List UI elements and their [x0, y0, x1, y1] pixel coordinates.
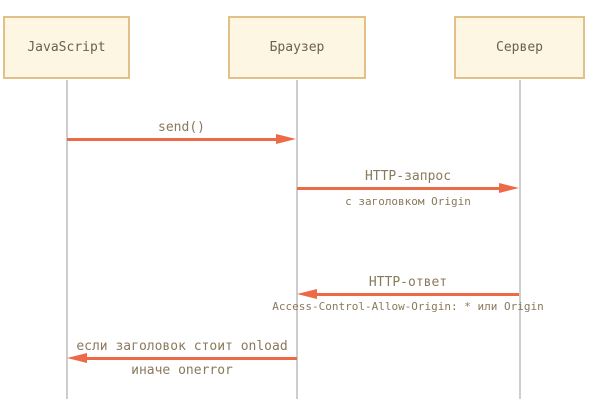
arrowhead-left-icon	[297, 289, 317, 299]
lifeline-server	[519, 80, 521, 399]
message-http-response-label: HTTP-ответ	[368, 275, 448, 290]
message-callback-arrow	[87, 356, 297, 360]
lifeline-browser	[296, 80, 298, 399]
message-send-arrow	[67, 137, 276, 141]
message-http-response-arrow	[317, 292, 519, 296]
actor-box-browser: Браузер	[228, 16, 366, 79]
arrowhead-left-icon	[67, 353, 87, 363]
arrowhead-right-icon	[499, 183, 519, 193]
actor-label-server: Сервер	[496, 40, 543, 55]
message-callback-sublabel: иначе onerror	[131, 363, 233, 378]
message-send-label: send()	[158, 120, 205, 135]
message-http-request-sublabel: с заголовком Origin	[345, 195, 471, 208]
arrowhead-right-icon	[276, 134, 296, 144]
actor-label-javascript: JavaScript	[27, 40, 106, 55]
lifeline-javascript	[66, 80, 68, 399]
message-callback-label: если заголовок стоит onload	[76, 339, 288, 354]
message-http-response-sublabel: Access-Control-Allow-Origin: * или Origi…	[272, 300, 544, 313]
actor-box-server: Сервер	[454, 16, 585, 79]
actor-box-javascript: JavaScript	[3, 16, 130, 79]
actor-label-browser: Браузер	[269, 40, 325, 55]
message-http-request-label: HTTP-запрос	[364, 169, 452, 184]
message-http-request-arrow	[297, 186, 499, 190]
